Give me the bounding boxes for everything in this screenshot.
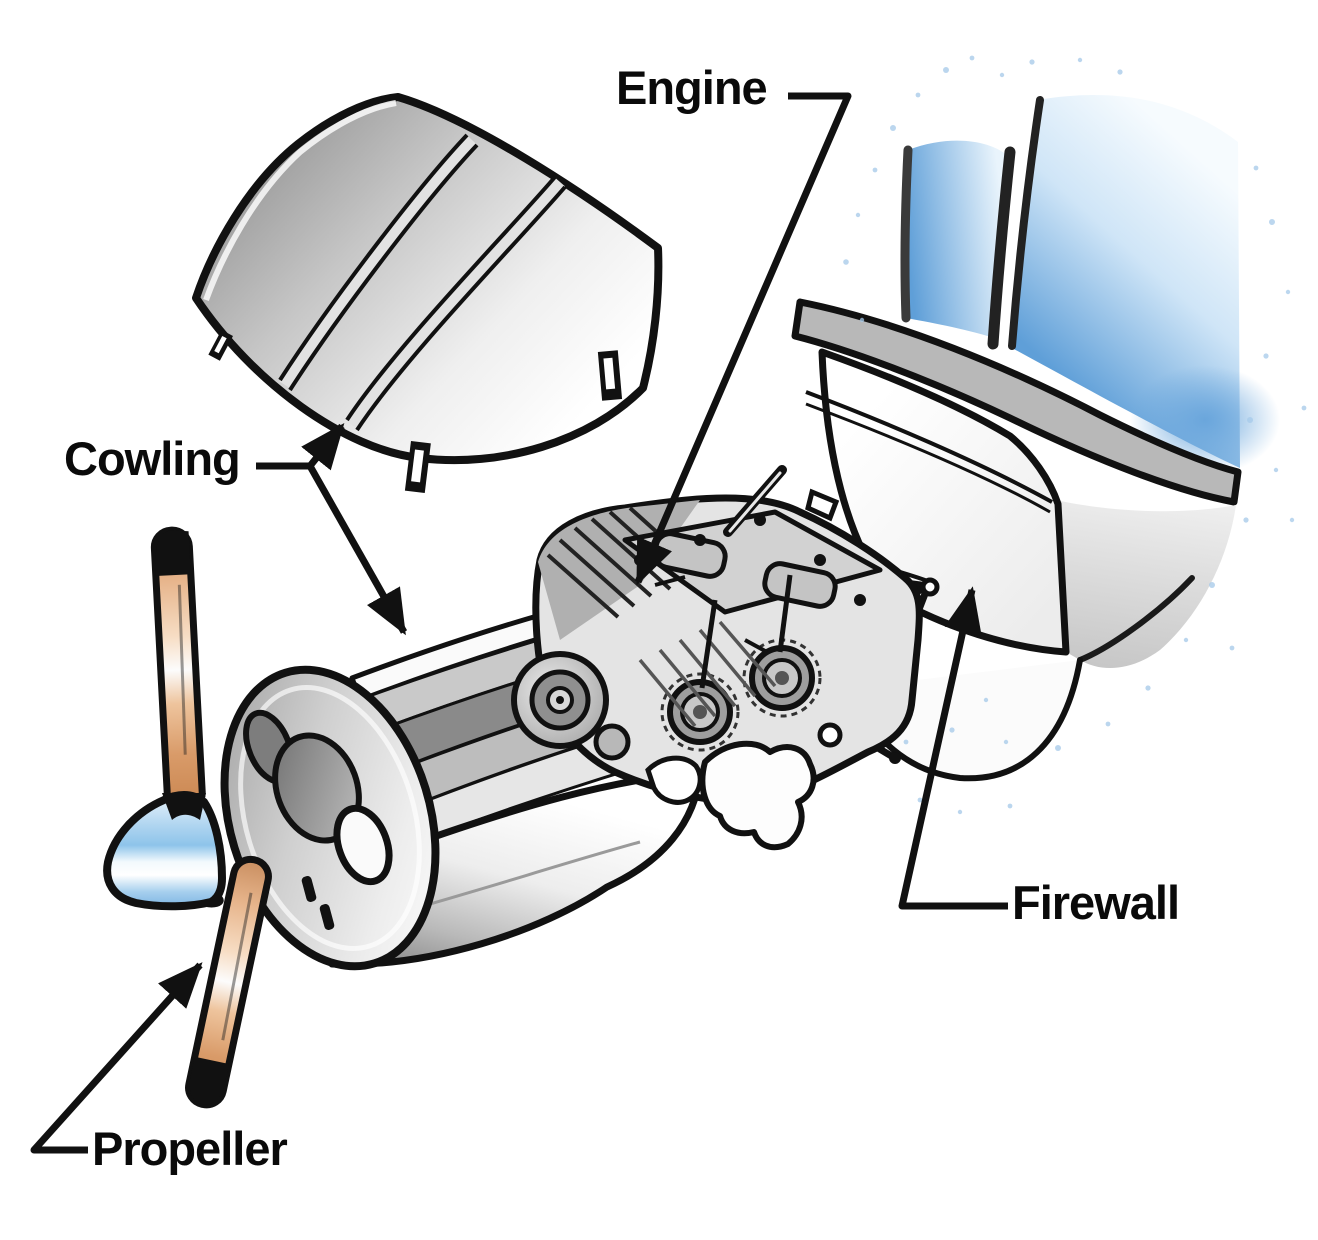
engine-leader-line — [634, 92, 852, 586]
cowling-intake-hole — [333, 804, 393, 886]
engine-intake-pipe — [645, 755, 703, 805]
cowling-tab — [597, 350, 623, 401]
windshield-left-panel — [905, 140, 1008, 338]
propeller-spinner — [103, 791, 226, 911]
firewall-leader-line — [898, 586, 1008, 910]
cowling-tab — [404, 440, 431, 494]
cowling-label: Cowling — [64, 432, 241, 485]
engine-mount-notch — [805, 488, 840, 522]
leader-lines — [30, 92, 1008, 1154]
fuselage-side — [1056, 500, 1236, 669]
propeller-label: Propeller — [92, 1122, 288, 1175]
speckle-dots — [843, 55, 1307, 815]
cowling-leader-line-upper — [256, 423, 345, 471]
top-cowling-shell — [192, 93, 663, 465]
cowling-leader-line-lower — [306, 464, 408, 636]
cowling-tab — [208, 329, 233, 361]
engine-art — [511, 465, 923, 851]
propeller-hub-collar — [162, 793, 206, 820]
firewall-label: Firewall — [1012, 876, 1180, 929]
fuselage-deck-band — [791, 298, 1242, 506]
valve-cover — [762, 561, 838, 609]
top-cowling-art — [192, 93, 663, 494]
propeller-blade-lower — [185, 855, 272, 1109]
propeller-leader-line — [30, 962, 203, 1154]
engine-intake-pipe — [699, 740, 817, 851]
propeller-blade-upper — [150, 526, 206, 814]
propeller-art — [103, 526, 272, 1109]
engine-label: Engine — [616, 61, 768, 114]
